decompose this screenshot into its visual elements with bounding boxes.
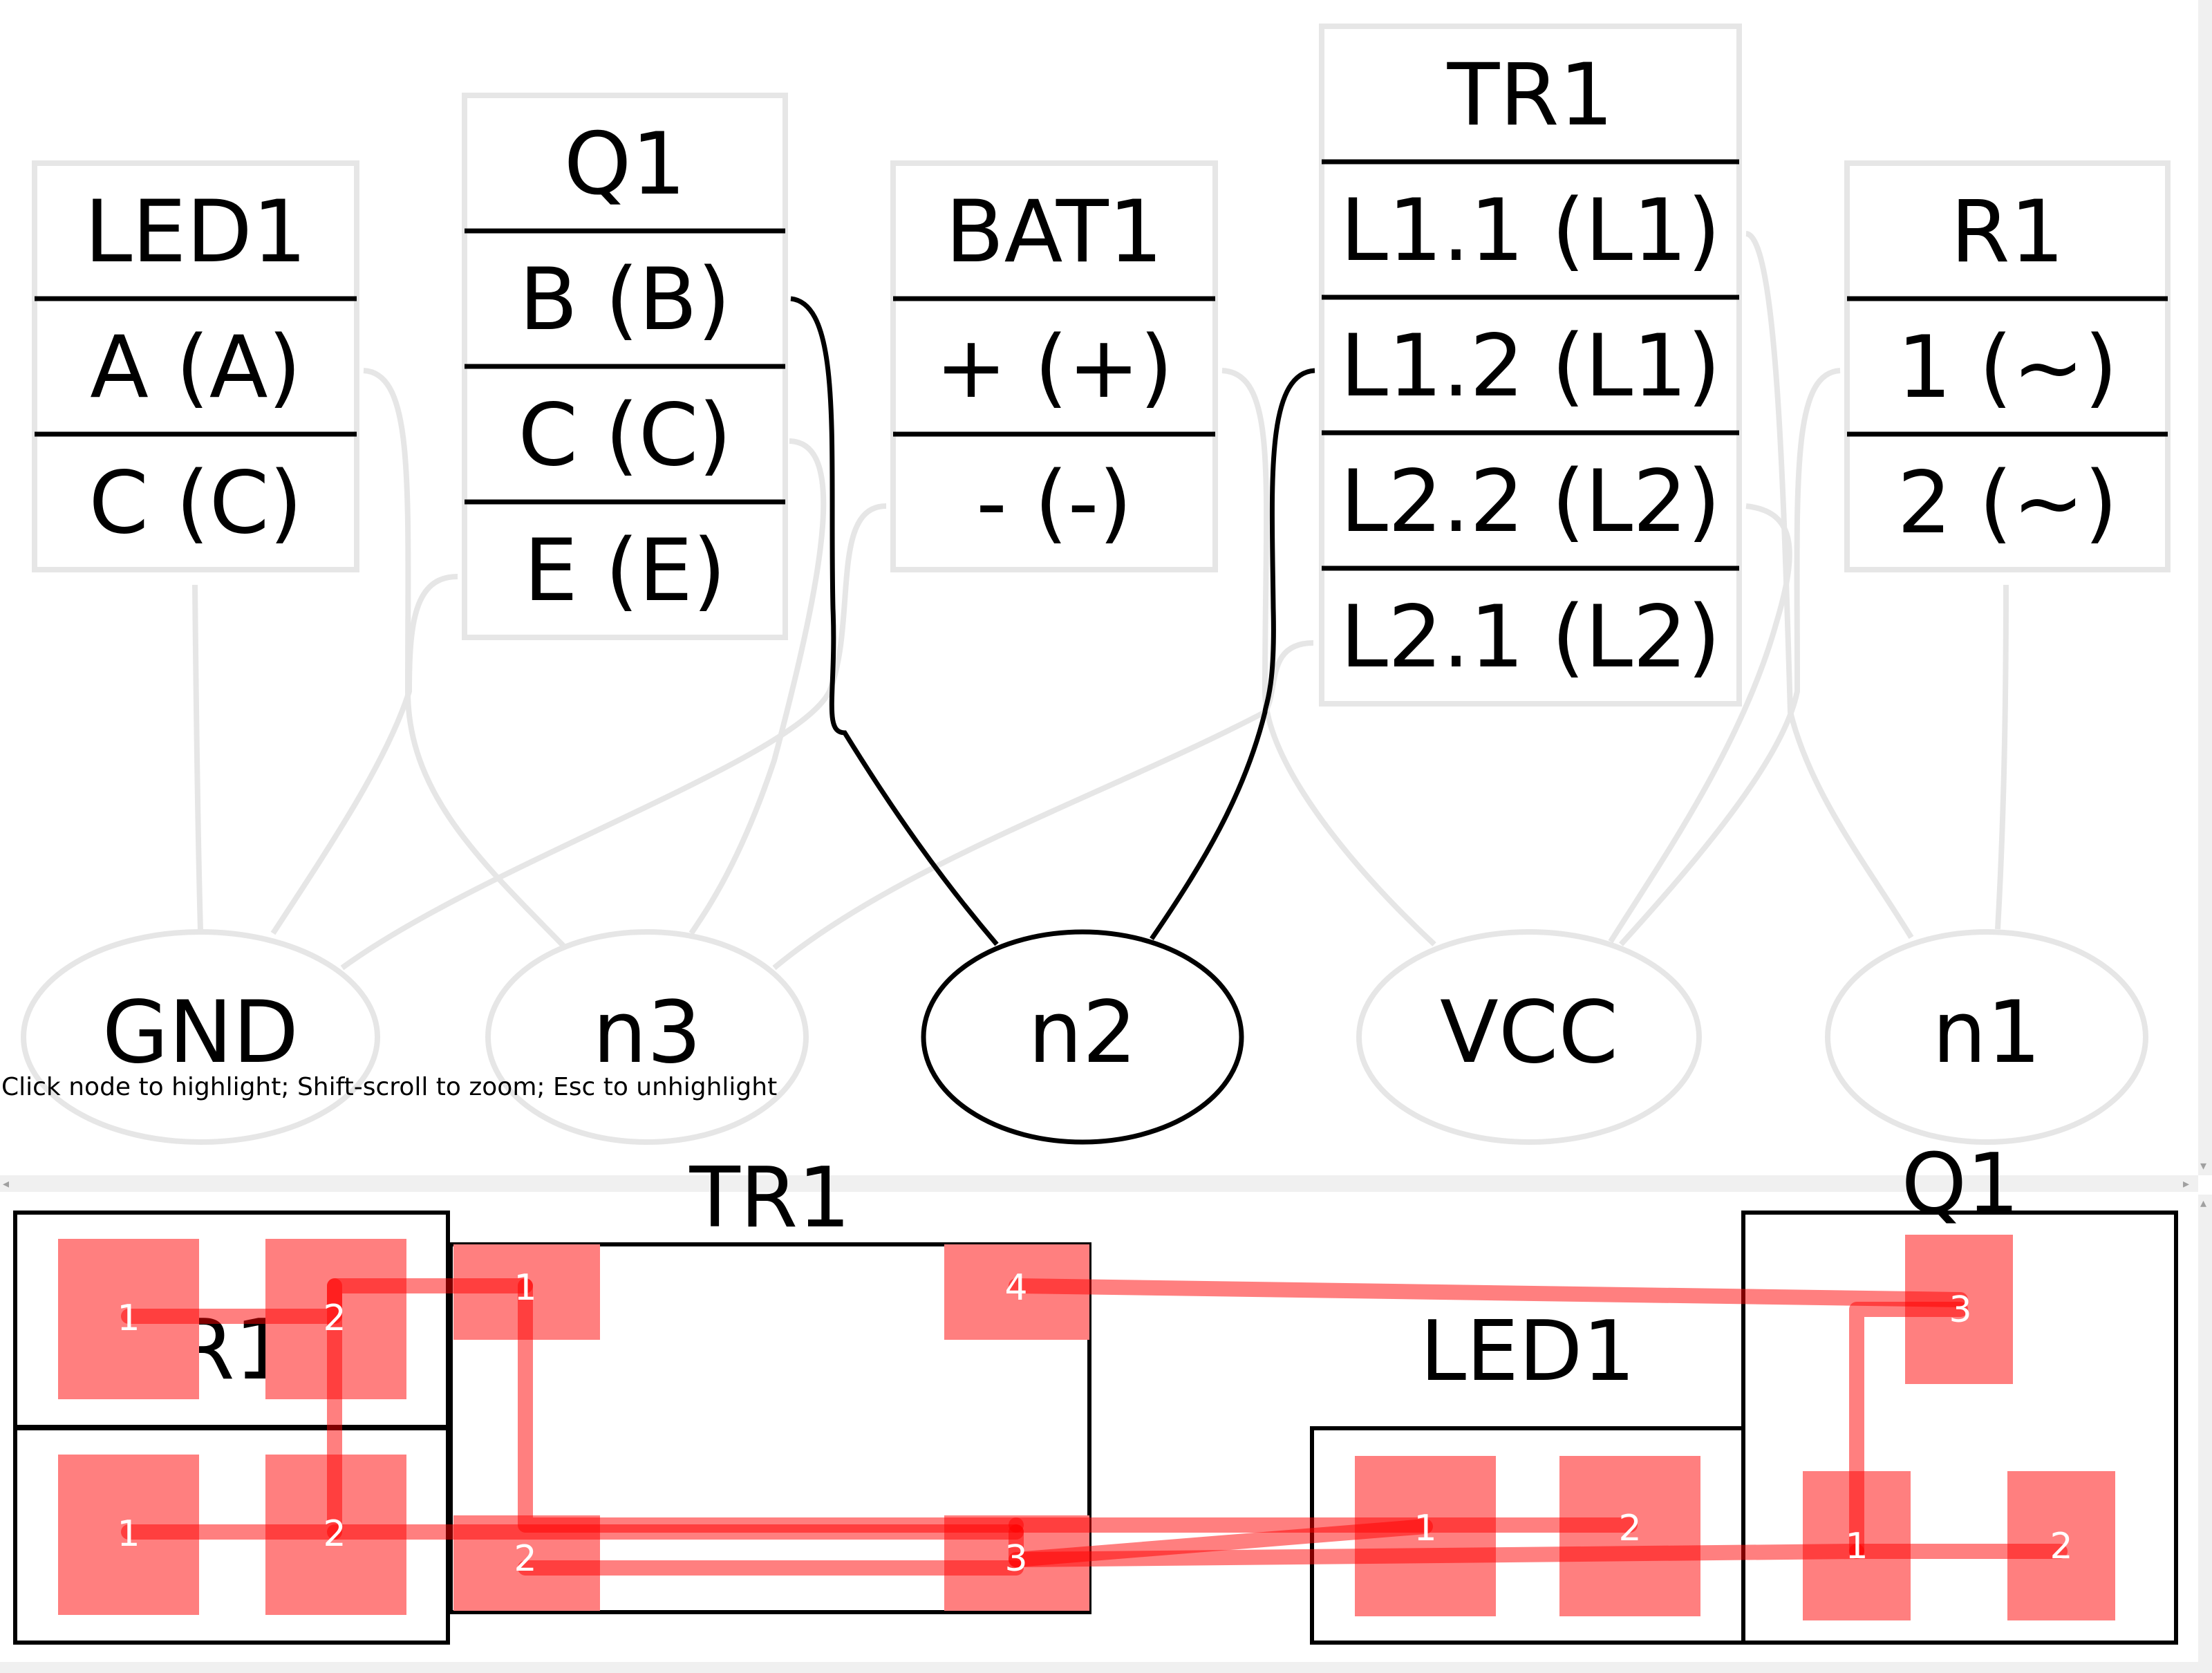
pin-label[interactable]: - (-) [976,454,1132,553]
pin-label[interactable]: E (E) [524,521,727,621]
wire-led1-c-gnd [192,584,203,931]
schematic-view[interactable]: LED1 A (A) C (C) Q1 B (B) C (C) E (E) BAT1 + (+)… [0,0,2198,1175]
component-title: R1 [1950,183,2064,282]
component-title: BAT1 [946,183,1163,282]
net-label: n2 [1028,983,1136,1083]
pad-number: 1 [117,1298,140,1339]
component-title: TR1 [1447,46,1614,145]
pin-label[interactable]: L1.1 (L1) [1340,181,1721,281]
pad-number: 2 [323,1513,346,1555]
component-bat1[interactable]: BAT1 + (+) - (-) [890,160,1218,572]
wire-r1-2-n1 [1995,584,2009,930]
pad-number: 1 [1845,1526,1868,1567]
component-title: LED1 [84,183,307,282]
pad-number: 3 [1004,1538,1027,1580]
pad-number: 3 [1949,1289,1971,1331]
pad-number: 2 [514,1538,536,1580]
wire-r1-1-vcc [1619,368,1841,946]
net-label: n1 [1932,983,2041,1083]
pad-number: 1 [1414,1508,1436,1549]
net-label: n3 [592,983,701,1083]
led1-pad[interactable] [1559,1456,1700,1616]
wire-q1-c-n3 [688,438,827,935]
pcb-label-tr1: TR1 [688,1150,850,1246]
component-frame [890,160,1218,572]
net-label: VCC [1440,983,1618,1083]
horizontal-scrollbar[interactable] [0,1175,2198,1192]
pin-label[interactable]: 2 (~) [1897,454,2118,553]
net-node-n1[interactable]: n1 [1825,929,2148,1145]
component-q1[interactable]: Q1 B (B) C (C) E (E) [462,93,788,640]
net-node-gnd[interactable]: GND [21,929,380,1145]
wire-tr1-l12-n2 [1150,368,1315,940]
wire-q1-e-gnd [270,574,458,935]
net-ellipse[interactable] [1825,929,2148,1145]
wire-q1-b-n2 [790,296,999,946]
scroll-down-icon[interactable]: ▾ [2200,1159,2207,1173]
traces [121,1278,2068,1576]
pcb-horizontal-scrollbar[interactable] [0,1662,2198,1673]
net-ellipse[interactable] [485,929,809,1145]
wire-tr1-l22-vcc [1608,503,1792,944]
pcb-label-q1: Q1 [1902,1137,2020,1233]
trace [1849,1302,1968,1559]
pin-label[interactable]: L1.2 (L1) [1340,317,1721,416]
pin-label[interactable]: 1 (~) [1897,318,2118,418]
help-hint: Click node to highlight; Shift-scroll to… [1,1073,778,1101]
net-ellipse[interactable] [921,929,1244,1145]
pad-numbers: 1 2 1 2 1 4 2 3 1 2 3 1 2 [117,1267,2072,1580]
component-led1[interactable]: LED1 A (A) C (C) [32,160,359,572]
net-node-vcc[interactable]: VCC [1356,929,1702,1145]
vertical-scrollbar[interactable] [2198,0,2212,1175]
component-frame [32,160,359,572]
q1-outline [1741,1211,2178,1645]
pad-number: 1 [514,1267,536,1309]
trace [518,1278,1024,1533]
net-ellipse[interactable] [21,929,380,1145]
component-frame [1844,160,2171,572]
pad-number: 2 [2050,1526,2072,1567]
pad-number: 1 [117,1513,140,1555]
net-label: GND [102,983,299,1083]
scroll-right-icon[interactable]: ▸ [2183,1177,2190,1191]
wire-tr1-l21-n3 [772,640,1314,971]
trace [1009,1278,1968,1307]
net-node-n2[interactable]: n2 [921,929,1244,1145]
pin-label[interactable]: L2.2 (L2) [1340,452,1721,552]
component-title: Q1 [564,115,686,214]
wire-tr1-l11-n1 [1745,231,1914,940]
trace [1009,1544,1864,1567]
schematic-nets: GND n3 n2 VCC n1 [21,929,2148,1145]
pin-label[interactable]: A (A) [90,318,301,418]
tr1-outline [449,1242,1091,1614]
net-ellipse[interactable] [1356,929,1702,1145]
pcb-label-led1: LED1 [1420,1304,1635,1400]
pad-number: 4 [1004,1267,1027,1309]
pin-label[interactable]: B (B) [519,250,731,350]
scroll-left-icon[interactable]: ◂ [3,1177,10,1191]
pin-label[interactable]: L2.1 (L2) [1340,588,1721,687]
pin-label[interactable]: C (C) [518,386,731,485]
wire-bat1-plus-vcc [1221,368,1436,946]
pcb-scroll-up-icon[interactable]: ▴ [2200,1196,2207,1211]
pad-number: 2 [323,1298,346,1339]
schematic-components: LED1 A (A) C (C) Q1 B (B) C (C) E (E) BAT1 + (+)… [32,24,2171,707]
component-r1[interactable]: R1 1 (~) 2 (~) [1844,160,2171,572]
component-frame [1319,24,1742,707]
dimmed-wires [192,231,2009,971]
pad-number: 2 [1618,1508,1641,1549]
wire-bat1-minus-gnd [340,503,887,971]
pcb-vertical-scrollbar[interactable] [2198,1195,2212,1673]
highlighted-wires [790,296,1315,946]
pin-label[interactable]: + (+) [935,318,1173,418]
net-node-n3[interactable]: n3 [485,929,809,1145]
pin-label[interactable]: C (C) [88,454,302,553]
